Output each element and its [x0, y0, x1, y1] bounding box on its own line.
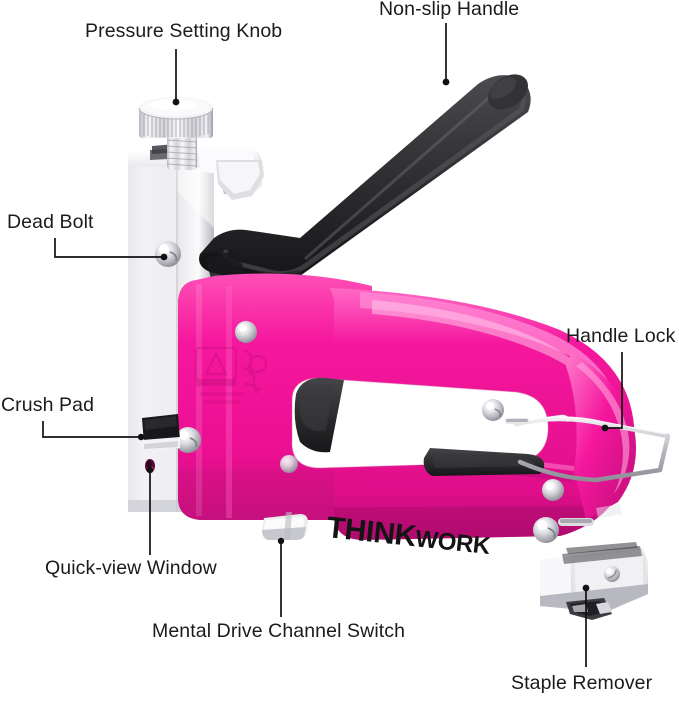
top-bracket: [128, 144, 264, 200]
rivet-hand-hole-left: [280, 455, 298, 473]
callout-mental-drive-channel-switch: Mental Drive Channel Switch: [152, 620, 406, 642]
callout-staple-remover: Staple Remover: [511, 672, 653, 694]
quick-view-window: [145, 459, 155, 473]
callout-dead-bolt: Dead Bolt: [7, 211, 94, 233]
rivet-dead-bolt: [155, 241, 181, 267]
grip-pad-lower: [423, 448, 545, 476]
callout-quick-view-window: Quick-view Window: [45, 557, 217, 579]
brand-work: WORK: [414, 525, 492, 561]
pressure-setting-knob: [138, 97, 214, 170]
rivet-lower-left: [175, 427, 201, 453]
nose-detail: [596, 504, 622, 518]
grip-pad-upper: [294, 377, 344, 453]
crush-pad: [142, 414, 180, 450]
mental-drive-channel-switch: [262, 512, 308, 540]
callout-non-slip-handle: Non-slip Handle: [379, 0, 520, 20]
handle-lock: [505, 414, 671, 483]
rivet-arm-mid: [542, 479, 564, 501]
embossed-warning-mark: [194, 346, 268, 404]
rivet-arm-upper: [482, 399, 504, 421]
staple-remover: [540, 518, 648, 620]
rivets: [155, 241, 564, 543]
callout-pressure-setting-knob: Pressure Setting Knob: [85, 20, 283, 42]
rivet-body-top: [235, 321, 257, 343]
callout-handle-lock: Handle Lock: [566, 325, 676, 347]
callout-crush-pad: Crush Pad: [1, 394, 95, 416]
hand-hole: [291, 377, 549, 469]
rivet-arm-lower: [533, 517, 559, 543]
